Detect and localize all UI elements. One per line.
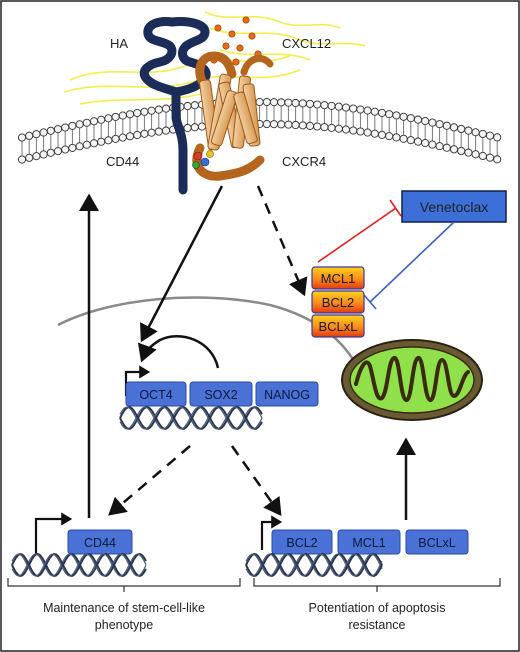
bcl-box-bclxl (311, 314, 365, 338)
arrow-stem-to-apoptosis (230, 445, 282, 517)
arrow-self-activation (137, 335, 220, 369)
bcl-label-mcl1: MCL1 (321, 271, 356, 286)
gene-box-bclxl (405, 529, 469, 555)
stem-gene-row: OCT4 SOX2 NANOG (125, 381, 319, 407)
cxcl12-ligand-dots (210, 16, 262, 76)
arrow-cxcr4-to-bcl (256, 185, 308, 297)
inhibition-blue-bar (363, 294, 377, 310)
apoptosis-gene-row: BCL2 MCL1 BCLxL (271, 529, 469, 555)
dna-helix-cd44 (11, 552, 147, 578)
dna-helix-stem (119, 406, 263, 430)
nucleus-boundary (57, 296, 364, 379)
gene-box-cd44 (67, 529, 133, 555)
promoter-arrow-apoptosis (260, 515, 283, 550)
gene-label-sox2: SOX2 (204, 388, 237, 402)
bcl-family-stack: MCL1 BCL2 BCLxL (311, 266, 365, 338)
label-cxcr4: CXCR4 (282, 154, 326, 169)
bracket-right (253, 578, 501, 587)
arrow-cxcr4-to-nucleus (140, 185, 224, 343)
dna-helix-apoptosis (245, 552, 383, 578)
gene-label-bcl2: BCL2 (286, 536, 317, 550)
inhibition-red-bar (389, 199, 402, 217)
venetoclax-box (401, 190, 507, 223)
gene-label-cd44: CD44 (84, 536, 116, 550)
promoter-arrow-cd44 (34, 512, 73, 554)
bcl-label-bcl2: BCL2 (322, 295, 355, 310)
cell-membrane (17, 97, 502, 164)
mitochondrion (341, 339, 483, 421)
inhibition-red-line (317, 207, 397, 263)
bcl-box-mcl1 (311, 266, 365, 290)
bcl-box-bcl2 (311, 290, 365, 314)
caption-left-line2: phenotype (95, 618, 153, 632)
label-ha: HA (110, 36, 128, 51)
cxcr4-receptor (192, 51, 274, 181)
gene-label-oct4: OCT4 (139, 388, 172, 402)
gene-box-sox2 (189, 381, 253, 407)
inhibition-blue-line (369, 221, 455, 303)
label-cd44: CD44 (106, 154, 139, 169)
gene-label-mcl1: MCL1 (352, 536, 385, 550)
venetoclax-label: Venetoclax (420, 199, 489, 215)
arrow-stem-to-cd44 (108, 445, 191, 516)
caption-right-line1: Potentiation of apoptosis (309, 601, 446, 615)
gene-box-oct4 (125, 381, 187, 407)
caption-left-line1: Maintenance of stem-cell-like (43, 601, 205, 615)
bracket-left (7, 578, 241, 587)
gene-label-bclxl: BCLxL (418, 536, 456, 550)
gene-box-mcl1 (337, 529, 401, 555)
caption-right-line2: resistance (349, 618, 406, 632)
gene-label-nanog: NANOG (264, 388, 310, 402)
gene-box-nanog (255, 381, 319, 407)
bcl-label-bclxl: BCLxL (318, 319, 357, 334)
label-cxcl12: CXCL12 (282, 36, 331, 51)
